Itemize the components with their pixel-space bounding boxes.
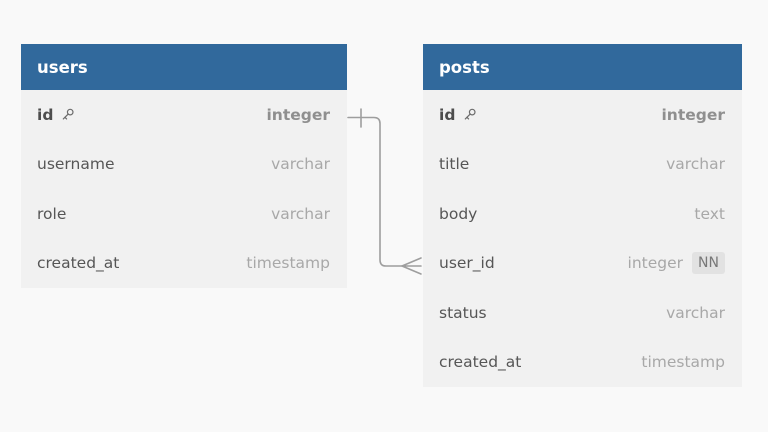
column-type: timestamp — [641, 353, 725, 372]
row-users-created-at: created_at timestamp — [21, 239, 347, 289]
column-type: integer — [266, 105, 330, 124]
column-name: role — [37, 204, 67, 223]
row-posts-id: id integer — [423, 90, 742, 140]
column-type: timestamp — [246, 254, 330, 273]
column-name: username — [37, 155, 115, 174]
primary-key-icon — [462, 107, 477, 123]
table-title: posts — [439, 57, 490, 77]
column-name: created_at — [439, 353, 522, 372]
table-header-users[interactable]: users — [21, 44, 347, 90]
table-title: users — [37, 57, 88, 77]
column-name: id — [37, 105, 54, 124]
column-name: id — [439, 105, 456, 124]
table-body-posts: id integer title varchar body — [423, 90, 742, 387]
column-name: created_at — [37, 254, 120, 273]
column-type: integer — [661, 105, 725, 124]
cardinality-many-crowfoot — [401, 257, 422, 275]
table-header-posts[interactable]: posts — [423, 44, 742, 90]
not-null-badge: NN — [692, 252, 725, 275]
relationship-path — [347, 116, 403, 267]
column-name: user_id — [439, 254, 495, 273]
column-type: text — [694, 204, 725, 223]
row-users-username: username varchar — [21, 140, 347, 190]
row-posts-status: status varchar — [423, 288, 742, 338]
column-type: varchar — [666, 303, 725, 322]
row-posts-created-at: created_at timestamp — [423, 338, 742, 388]
column-type: varchar — [271, 155, 330, 174]
column-type: integer — [627, 254, 684, 273]
column-name: body — [439, 204, 478, 223]
column-name: status — [439, 303, 487, 322]
row-posts-title: title varchar — [423, 140, 742, 190]
table-posts[interactable]: posts id integer title v — [423, 44, 742, 387]
table-users[interactable]: users id integer username — [21, 44, 347, 288]
primary-key-icon — [60, 107, 75, 123]
table-body-users: id integer username varchar role — [21, 90, 347, 288]
column-type: varchar — [666, 155, 725, 174]
row-users-id: id integer — [21, 90, 347, 140]
row-posts-body: body text — [423, 189, 742, 239]
column-name: title — [439, 155, 470, 174]
row-users-role: role varchar — [21, 189, 347, 239]
column-type: varchar — [271, 204, 330, 223]
row-posts-user-id: user_id integer NN — [423, 239, 742, 289]
